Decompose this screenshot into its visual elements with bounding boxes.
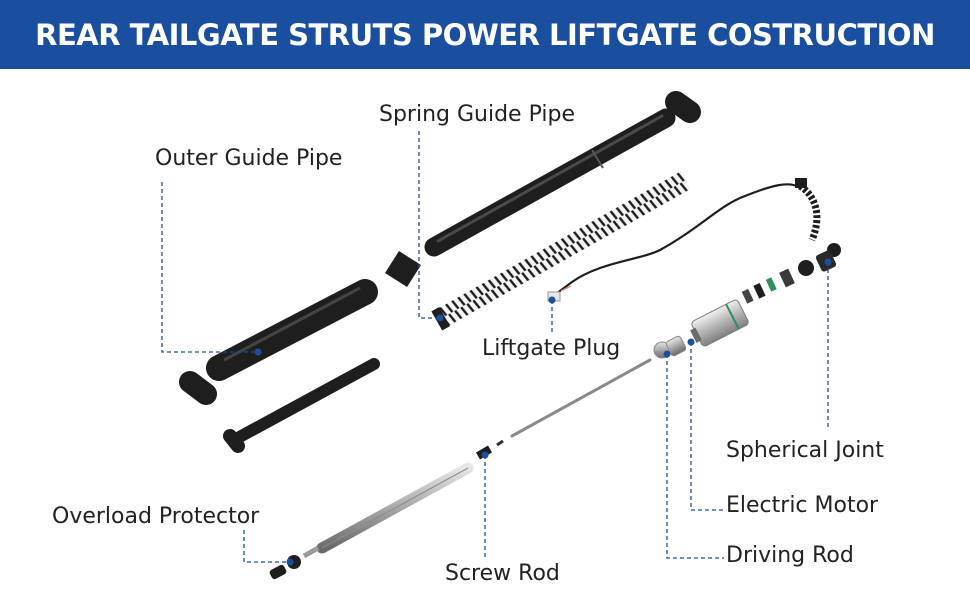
leader-lines (161, 131, 829, 563)
header-banner: REAR TAILGATE STRUTS POWER LIFTGATE COST… (0, 0, 970, 69)
leader-overload-protector (243, 530, 290, 563)
end-cap-left (179, 371, 217, 405)
leader-dots (254, 258, 832, 566)
end-cap-top (665, 91, 701, 123)
label-outer-guide-pipe: Outer Guide Pipe (155, 146, 343, 171)
leader-outer-guide-pipe (161, 182, 258, 353)
liftgate-cable (547, 178, 821, 302)
leader-electric-motor (690, 342, 724, 511)
label-spherical-joint: Spherical Joint (726, 438, 884, 463)
screw-rod-part (475, 358, 652, 460)
page-title: REAR TAILGATE STRUTS POWER LIFTGATE COST… (35, 17, 935, 52)
electric-motor-part (690, 299, 749, 347)
leader-spring-guide-pipe (418, 131, 440, 319)
label-spring-guide-pipe: Spring Guide Pipe (379, 102, 575, 127)
metal-rod-part (316, 462, 474, 554)
spring-part (431, 171, 691, 331)
overload-protector-part (269, 545, 320, 580)
label-screw-rod: Screw Rod (445, 561, 560, 586)
leader-driving-rod (666, 354, 724, 559)
label-liftgate-plug: Liftgate Plug (482, 336, 621, 361)
label-electric-motor: Electric Motor (726, 493, 879, 518)
label-overload-protector: Overload Protector (52, 504, 260, 529)
exploded-diagram (161, 91, 841, 580)
outer-guide-pipe-part (206, 279, 378, 381)
spherical-joint-part (741, 243, 841, 304)
label-driving-rod: Driving Rod (726, 543, 854, 568)
inner-tube-part (223, 358, 380, 453)
spring-guide-pipe-part (424, 108, 676, 257)
connector-collar (385, 251, 421, 287)
